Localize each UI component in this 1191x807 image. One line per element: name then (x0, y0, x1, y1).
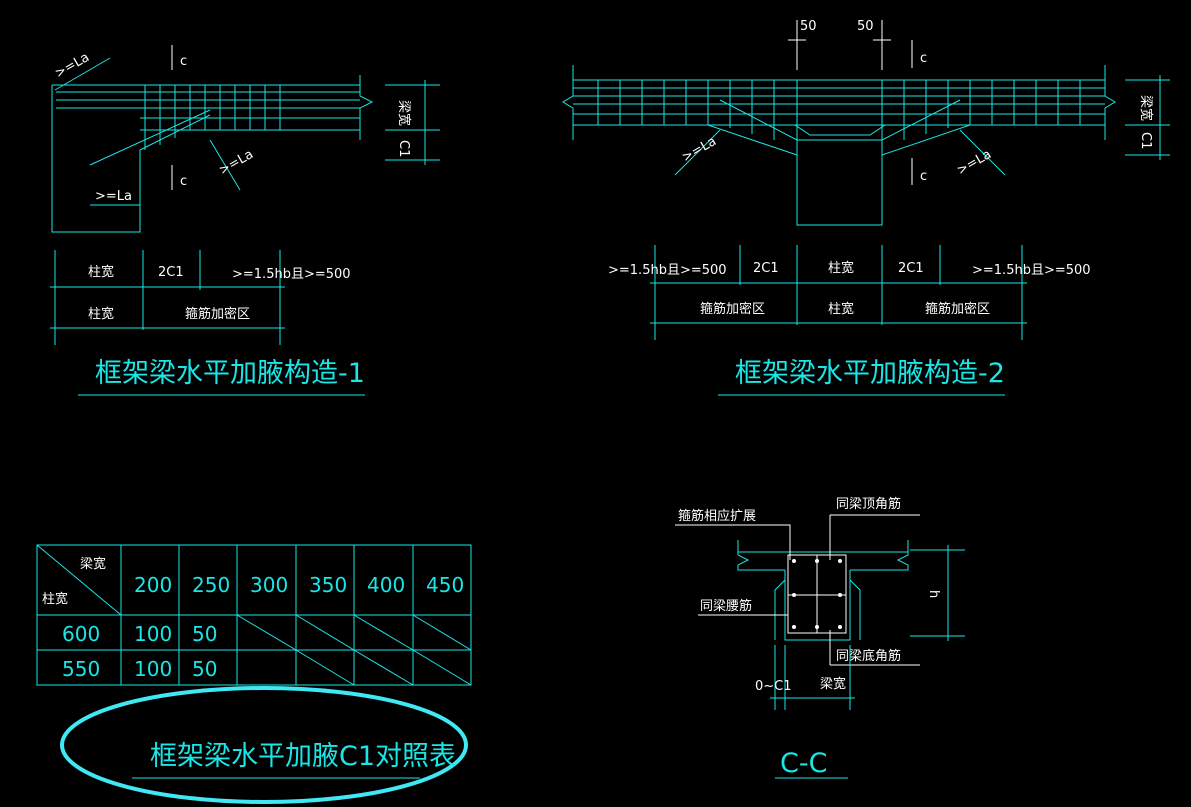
haunch-right (849, 579, 861, 640)
rebar-dots (792, 559, 842, 629)
dim-stirrup-zone: 箍筋加密区 (185, 306, 250, 322)
haunch-bar (719, 99, 961, 141)
table-header-row: 200 250 300 350 400 450 (134, 573, 464, 597)
inner-bar (794, 124, 886, 136)
stirrups (597, 80, 1081, 140)
table-cell: 50 (192, 622, 217, 646)
label-stirrup: 箍筋相应扩展 (678, 508, 756, 524)
detail-1-title: 框架梁水平加腋构造-1 (95, 358, 365, 389)
dim-range: >=1.5hb且>=500 (232, 267, 351, 282)
break-line-right (1104, 65, 1116, 140)
c-bottom-label: c (180, 174, 187, 189)
detail-2: 50 50 c c >=La >=La 梁宽 C1 >=1.5hb且>=500 … (562, 19, 1170, 396)
break-line (359, 75, 374, 140)
header-cell: 300 (250, 573, 288, 597)
table-title: 框架梁水平加腋C1对照表 (150, 741, 456, 772)
dim-2c1: 2C1 (158, 265, 184, 280)
corner-bottom-label: 柱宽 (42, 591, 68, 607)
header-cell: 450 (426, 573, 464, 597)
dim-50a: 50 (800, 19, 817, 34)
dim-range-left: >=1.5hb且>=500 (608, 263, 727, 278)
dim-zone-left: 箍筋加密区 (700, 301, 765, 317)
haunch-left (707, 124, 798, 156)
header-cell: 350 (309, 573, 347, 597)
highlight-ellipse (60, 686, 468, 804)
column-outline (796, 140, 883, 226)
leader-stirrup (675, 524, 791, 560)
detail-2-title: 框架梁水平加腋构造-2 (735, 358, 1005, 389)
dim-50b: 50 (857, 19, 874, 34)
c-top-label: c (920, 51, 927, 66)
label-web-bar: 同梁腰筋 (700, 598, 752, 614)
corner-top-label: 梁宽 (80, 556, 106, 572)
dim-0c1: 0~C1 (755, 679, 792, 694)
c1-table: 梁宽 柱宽 200 250 300 350 400 450 600 100 50… (36, 544, 472, 804)
stirrups (144, 85, 281, 150)
dim-range-right: >=1.5hb且>=500 (972, 263, 1091, 278)
dim-zone-right: 箍筋加密区 (925, 301, 990, 317)
c-bottom-label: c (920, 169, 927, 184)
header-cell: 400 (367, 573, 405, 597)
c1-label: C1 (396, 140, 411, 157)
section-cc: 箍筋相应扩展 同梁顶角筋 同梁腰筋 同梁底角筋 h 0~C1 梁宽 C-C (675, 496, 965, 779)
header-cell: 250 (192, 573, 230, 597)
la-top-label: >=La (53, 50, 93, 81)
table-cell: 50 (192, 657, 217, 681)
detail-1: >=La >=La >=La c c 梁宽 C1 柱宽 2C1 >=1.5hb且… (50, 45, 440, 396)
slab-left (737, 540, 785, 571)
table-cell: 100 (134, 657, 172, 681)
dim-col-width-2: 柱宽 (88, 306, 114, 322)
section-title: C-C (780, 748, 827, 779)
la-right-dim (959, 129, 1006, 176)
slab-right (850, 540, 909, 571)
table-row: 600 100 50 (62, 622, 217, 646)
la-left-label: >=La (680, 134, 720, 165)
beam-width-label: 梁宽 (1138, 95, 1154, 121)
dim-h: h (926, 590, 941, 598)
c-top-label: c (180, 54, 187, 69)
c1-label: C1 (1138, 132, 1153, 149)
break-line-left (562, 65, 574, 140)
column-outline (51, 85, 141, 233)
row-label: 550 (62, 657, 100, 681)
empty-cell-diagonals (236, 614, 472, 686)
corner-diagonal (36, 544, 122, 616)
label-bottom-bar: 同梁底角筋 (836, 648, 901, 664)
la-right-label: >=La (217, 147, 257, 178)
table-row: 550 100 50 (62, 657, 217, 681)
dim-beam-width: 梁宽 (820, 676, 846, 692)
dim-col-width: 柱宽 (88, 264, 114, 280)
header-cell: 200 (134, 573, 172, 597)
haunch-right (881, 124, 971, 156)
la-right-dim (209, 139, 241, 191)
dim-col-width-2: 柱宽 (828, 301, 854, 317)
beam-width-label: 梁宽 (396, 100, 412, 126)
dim-col-width: 柱宽 (828, 260, 854, 276)
dim-2c1-right: 2C1 (898, 261, 924, 276)
haunch-left (774, 579, 786, 640)
la-right-label: >=La (955, 147, 995, 178)
dim-2c1-left: 2C1 (753, 261, 779, 276)
table-cell: 100 (134, 622, 172, 646)
la-bottom-label: >=La (95, 189, 132, 204)
label-top-bar: 同梁顶角筋 (836, 496, 901, 512)
la-dim-line (54, 57, 111, 91)
la-left-dim (674, 129, 721, 176)
row-label: 600 (62, 622, 100, 646)
beam-outline (784, 570, 851, 641)
